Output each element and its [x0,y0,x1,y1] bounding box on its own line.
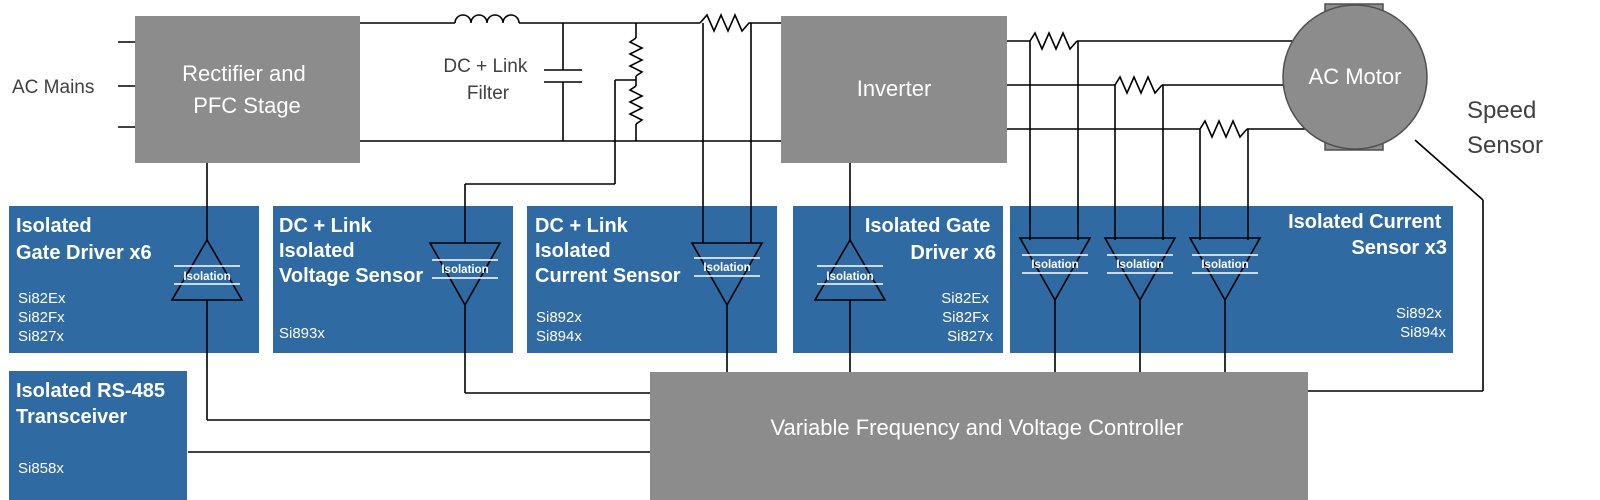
ac-motor-label: AC Motor [1309,64,1402,89]
current-sensor-x3-title: Isolated Current Sensor x3 [1288,211,1447,259]
speed-sensor-line-1: Speed [1467,97,1536,124]
gate-driver-left-title-line-2: Gate Driver x6 [16,242,152,264]
rs485-block [9,371,187,500]
rs485-title-line-2: Transceiver [16,406,127,428]
part-number: Si892x [536,309,582,326]
part-number: Si894x [1400,324,1446,341]
gate-driver-right-title-line-1: Isolated Gate [865,215,991,237]
voltage-sensor-title-line-3: Voltage Sensor [279,265,423,287]
dc-link-filter-line-1: DC + Link [443,56,527,77]
rs485-parts: Si858x [18,460,64,477]
dc-current-sensor-block [527,206,777,353]
isolation-symbol-phase-1 [1018,237,1092,302]
isolation-symbol-dc-current [690,242,764,307]
isolation-symbol-voltage [428,242,502,307]
part-number: Si858x [18,460,64,477]
rectifier-block [135,16,360,163]
isolation-label: Isolation [826,271,873,283]
ac-mains-label: AC Mains [12,77,94,98]
isolation-label: Isolation [1201,259,1248,271]
isolation-label: Isolation [441,264,488,276]
part-number: Si827x [947,328,993,345]
gate-driver-right-block [793,206,1003,353]
part-number: Si894x [536,328,582,345]
dc-link-filter-label: DC + Link Filter [443,56,532,104]
ac-motor [1282,3,1428,151]
inverter-block [781,16,1007,163]
part-number: Si82Fx [942,309,989,326]
dc-current-sensor-title-line-1: DC + Link [535,215,629,237]
voltage-sensor-title-line-2: Isolated [279,240,355,262]
gate-driver-left-parts: Si82Ex Si82Fx Si827x [18,290,70,345]
part-number: Si892x [1396,305,1442,322]
dc-link-filter-line-2: Filter [467,83,510,104]
isolation-symbol-gate-right [813,238,887,301]
voltage-sensor-block [273,206,513,353]
current-sensor-x3-title-line-2: Sensor x3 [1351,237,1447,259]
part-number: Si893x [279,325,325,342]
isolation-label: Isolation [1031,259,1078,271]
current-sensor-x3-block [1010,206,1453,353]
current-sensor-x3-title-line-1: Isolated Current [1288,211,1442,233]
isolation-label: Isolation [703,262,750,274]
inverter-label: Inverter [857,76,932,101]
isolation-symbol-phase-2 [1103,237,1177,302]
dc-current-sensor-parts: Si892x Si894x [536,309,586,345]
dc-current-sensor-title-line-3: Current Sensor [535,265,681,287]
isolation-symbol-phase-3 [1188,237,1262,302]
dc-current-sensor-title: DC + Link Isolated Current Sensor [535,215,681,287]
speed-sensor-label: Speed Sensor [1467,97,1543,159]
rectifier-label: Rectifier and PFC Stage [182,61,312,118]
voltage-sensor-parts: Si893x [279,325,325,342]
isolation-symbol-gate-left [170,238,244,301]
gate-driver-right-title: Isolated Gate Driver x6 [865,215,996,264]
controller-block [650,372,1308,500]
gate-driver-left-title-line-1: Isolated [16,215,92,237]
gate-driver-right-title-line-2: Driver x6 [910,242,996,264]
rs485-title: Isolated RS-485 Transceiver [16,380,171,428]
voltage-sensor-title: DC + Link Isolated Voltage Sensor [279,215,423,287]
gate-driver-left-title: Isolated Gate Driver x6 [16,215,152,264]
isolation-label: Isolation [183,271,230,283]
part-number: Si82Fx [18,309,65,326]
speed-sensor-line-2: Sensor [1467,132,1543,159]
voltage-sensor-title-line-1: DC + Link [279,215,373,237]
part-number: Si82Ex [941,290,989,307]
rectifier-line-2: PFC Stage [193,93,301,118]
part-number: Si82Ex [18,290,66,307]
gate-driver-left-block [9,206,259,353]
part-number: Si827x [18,328,64,345]
controller-label: Variable Frequency and Voltage Controlle… [771,415,1184,440]
current-sensor-x3-parts: Si892x Si894x [1396,305,1447,341]
gate-driver-right-parts: Si82Ex Si82Fx Si827x [941,290,993,345]
wiring [118,13,1484,453]
rectifier-line-1: Rectifier and [182,61,306,86]
isolation-label: Isolation [1116,259,1163,271]
dc-current-sensor-title-line-2: Isolated [535,240,611,262]
rs485-title-line-1: Isolated RS-485 [16,380,165,402]
